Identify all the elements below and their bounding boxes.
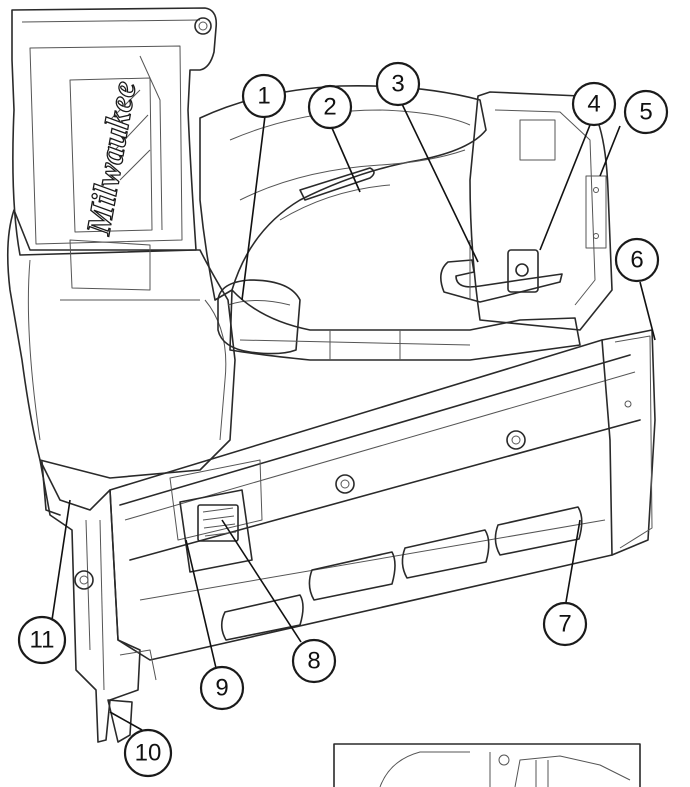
depth-adjust-wheel <box>179 489 253 573</box>
callout-10: 10 <box>123 728 173 778</box>
callout-4: 4 <box>571 81 617 127</box>
tool-housing <box>6 209 236 479</box>
lower-housing <box>229 289 581 361</box>
callout-2: 2 <box>307 84 353 130</box>
handle <box>199 84 487 301</box>
callout-11: 11 <box>17 615 67 665</box>
svg-text:2: 2 <box>323 94 336 121</box>
callout-1: 1 <box>241 73 287 119</box>
callout-7: 7 <box>542 601 588 647</box>
leader-lines <box>51 103 656 731</box>
magazine <box>109 329 656 661</box>
belt-clip <box>440 240 563 303</box>
brand-logo: Milwaukee <box>80 79 144 239</box>
svg-text:11: 11 <box>30 627 55 654</box>
svg-text:4: 4 <box>587 91 600 118</box>
callout-9: 9 <box>199 665 245 711</box>
svg-text:10: 10 <box>135 740 162 767</box>
callout-5: 5 <box>623 89 669 135</box>
svg-text:9: 9 <box>215 675 228 702</box>
svg-text:5: 5 <box>639 99 652 126</box>
inset-view <box>333 743 641 787</box>
svg-text:7: 7 <box>558 611 571 638</box>
callout-3: 3 <box>375 61 421 107</box>
svg-text:1: 1 <box>257 83 270 110</box>
svg-text:8: 8 <box>307 648 320 675</box>
nose-piece <box>39 459 157 743</box>
callout-8: 8 <box>291 638 337 684</box>
svg-text:3: 3 <box>391 71 404 98</box>
svg-text:6: 6 <box>630 247 643 274</box>
battery-pack <box>11 7 218 256</box>
callout-6: 6 <box>614 237 660 283</box>
trigger <box>217 279 301 355</box>
rear-cap <box>469 91 613 331</box>
